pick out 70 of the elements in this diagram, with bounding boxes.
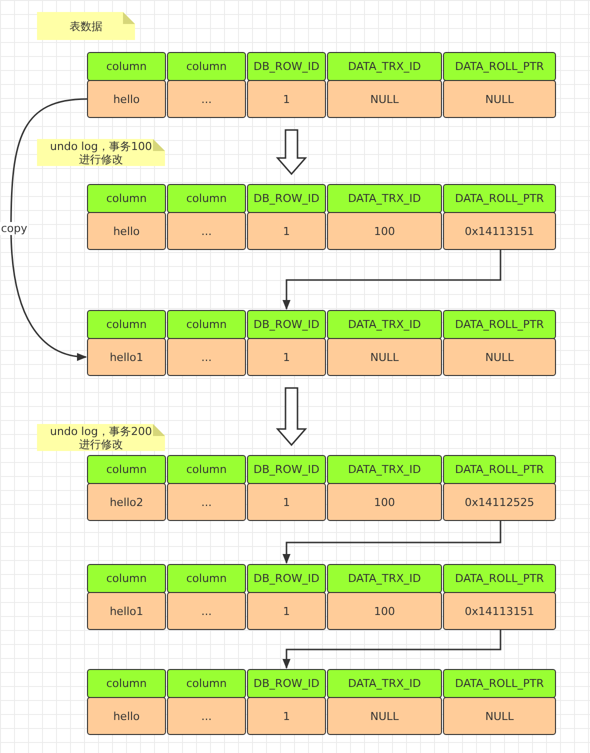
value-cell: 1: [247, 483, 326, 521]
value-cell: NULL: [443, 338, 556, 376]
header-cell: column: [167, 52, 246, 81]
value-cell: ...: [167, 338, 246, 376]
note-box: undo log，事务200进行修改: [37, 424, 165, 451]
header-cell: DB_ROW_ID: [247, 564, 326, 593]
header-cell: DATA_ROLL_PTR: [443, 184, 556, 213]
value-cell: hello: [87, 697, 166, 735]
block-arrow: [276, 129, 308, 176]
header-cell: column: [87, 184, 166, 213]
block-arrow: [276, 387, 308, 446]
elbow-arrow: [282, 250, 502, 310]
header-cell: DB_ROW_ID: [247, 669, 326, 698]
header-cell: DB_ROW_ID: [247, 455, 326, 484]
value-cell: ...: [167, 697, 246, 735]
header-cell: DATA_TRX_ID: [327, 669, 442, 698]
header-cell: column: [87, 455, 166, 484]
elbow-arrow: [282, 630, 502, 669]
value-cell: NULL: [443, 80, 556, 118]
value-cell: 1: [247, 592, 326, 630]
header-cell: column: [167, 455, 246, 484]
header-cell: column: [167, 310, 246, 339]
value-cell: NULL: [327, 697, 442, 735]
header-cell: DATA_ROLL_PTR: [443, 310, 556, 339]
header-cell: DATA_TRX_ID: [327, 564, 442, 593]
value-cell: 0x14112525: [443, 483, 556, 521]
header-cell: DATA_TRX_ID: [327, 455, 442, 484]
header-cell: column: [167, 184, 246, 213]
value-cell: 1: [247, 697, 326, 735]
header-cell: DATA_ROLL_PTR: [443, 455, 556, 484]
header-cell: DATA_ROLL_PTR: [443, 52, 556, 81]
header-cell: DATA_TRX_ID: [327, 52, 442, 81]
header-cell: DATA_ROLL_PTR: [443, 564, 556, 593]
value-cell: hello1: [87, 592, 166, 630]
edge-label: copy: [0, 222, 28, 234]
value-cell: NULL: [327, 80, 442, 118]
value-cell: 100: [327, 212, 442, 250]
header-cell: column: [87, 564, 166, 593]
value-cell: ...: [167, 212, 246, 250]
note-box: undo log，事务100进行修改: [37, 139, 165, 166]
value-cell: hello1: [87, 338, 166, 376]
header-cell: column: [167, 564, 246, 593]
value-cell: ...: [167, 80, 246, 118]
elbow-arrow: [282, 521, 502, 564]
value-cell: hello: [87, 80, 166, 118]
value-cell: 100: [327, 483, 442, 521]
header-cell: column: [87, 669, 166, 698]
value-cell: 0x14113151: [443, 592, 556, 630]
header-cell: column: [87, 52, 166, 81]
value-cell: 1: [247, 338, 326, 376]
note-box: 表数据: [37, 12, 135, 40]
value-cell: 0x14113151: [443, 212, 556, 250]
value-cell: ...: [167, 483, 246, 521]
header-cell: DB_ROW_ID: [247, 52, 326, 81]
header-cell: DB_ROW_ID: [247, 310, 326, 339]
value-cell: ...: [167, 592, 246, 630]
header-cell: DATA_TRX_ID: [327, 184, 442, 213]
curved-arrow: [10, 98, 88, 360]
header-cell: column: [167, 669, 246, 698]
value-cell: hello2: [87, 483, 166, 521]
value-cell: hello: [87, 212, 166, 250]
value-cell: 1: [247, 80, 326, 118]
header-cell: column: [87, 310, 166, 339]
value-cell: 1: [247, 212, 326, 250]
header-cell: DB_ROW_ID: [247, 184, 326, 213]
header-cell: DATA_ROLL_PTR: [443, 669, 556, 698]
value-cell: NULL: [327, 338, 442, 376]
value-cell: NULL: [443, 697, 556, 735]
value-cell: 100: [327, 592, 442, 630]
header-cell: DATA_TRX_ID: [327, 310, 442, 339]
